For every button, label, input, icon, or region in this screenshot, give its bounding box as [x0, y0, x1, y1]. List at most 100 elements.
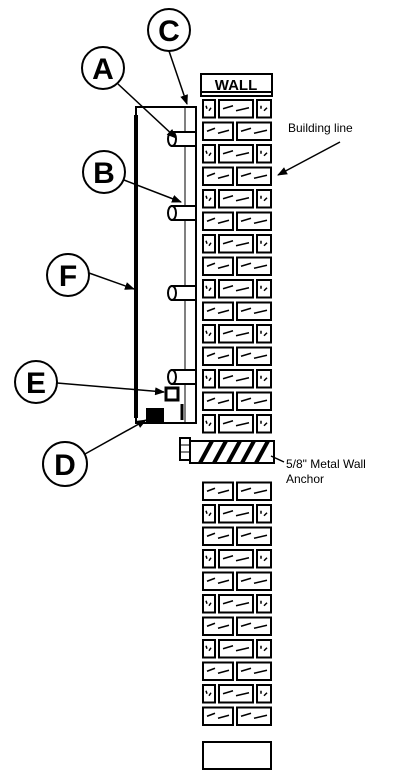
brick-texture	[240, 262, 268, 269]
wall-header: WALL	[200, 73, 273, 97]
brick-texture	[260, 195, 268, 202]
brick-texture	[260, 285, 268, 292]
brick	[218, 369, 254, 389]
brick	[202, 639, 216, 659]
brick-texture	[240, 172, 268, 179]
brick	[256, 639, 272, 659]
standoff-bracket	[167, 205, 197, 221]
brick-texture	[205, 105, 212, 112]
brick-texture	[260, 555, 268, 562]
callout-f: F	[46, 253, 135, 297]
brick-texture	[222, 150, 250, 157]
brick	[202, 279, 216, 299]
anchor-label-line2: Anchor	[286, 472, 324, 486]
base-block-d	[146, 408, 164, 424]
building-line-arrow	[277, 141, 341, 176]
brick-texture	[260, 420, 268, 427]
brick-texture	[240, 352, 268, 359]
brick	[256, 324, 272, 344]
brick	[218, 504, 254, 524]
brick-texture	[222, 285, 250, 292]
brick-texture	[205, 555, 212, 562]
brick-texture	[206, 532, 230, 539]
brick-texture	[240, 307, 268, 314]
brick	[236, 526, 272, 546]
brick-texture	[205, 330, 212, 337]
brick	[256, 504, 272, 524]
brick-texture	[206, 307, 230, 314]
brick	[236, 211, 272, 231]
brick	[218, 414, 254, 434]
brick-texture	[260, 375, 268, 382]
brick	[256, 144, 272, 164]
brick-texture	[222, 240, 250, 247]
brick	[236, 256, 272, 276]
brick	[218, 189, 254, 209]
callout-e: E	[14, 360, 165, 404]
brick	[236, 301, 272, 321]
brick-texture	[206, 127, 230, 134]
brick	[202, 481, 234, 501]
brick-texture	[205, 645, 212, 652]
brick-texture	[240, 397, 268, 404]
anchor-label-line1: 5/8" Metal Wall	[286, 457, 366, 471]
bracket-e	[164, 386, 180, 402]
brick	[202, 549, 216, 569]
brick	[236, 346, 272, 366]
brick	[256, 99, 272, 119]
brick	[236, 616, 272, 636]
brick-texture	[260, 330, 268, 337]
standoff-bracket	[167, 369, 197, 385]
brick	[256, 189, 272, 209]
callout-d: D	[42, 419, 147, 487]
brick	[202, 706, 234, 726]
brick	[202, 684, 216, 704]
brick	[218, 549, 254, 569]
brick	[236, 391, 272, 411]
brick	[202, 211, 234, 231]
brick	[202, 661, 234, 681]
brick-texture	[240, 622, 268, 629]
standoff-bracket	[167, 285, 197, 301]
brick-wall	[202, 99, 272, 726]
brick-texture	[205, 195, 212, 202]
brick	[218, 144, 254, 164]
brick-texture	[206, 712, 230, 719]
brick	[202, 369, 216, 389]
brick	[256, 549, 272, 569]
brick-texture	[205, 375, 212, 382]
callout-c: C	[147, 8, 191, 105]
brick	[256, 369, 272, 389]
brick-texture	[222, 555, 250, 562]
brick	[218, 594, 254, 614]
brick	[218, 99, 254, 119]
brick	[236, 661, 272, 681]
brick	[236, 166, 272, 186]
brick	[218, 639, 254, 659]
brick-texture	[205, 240, 212, 247]
brick-texture	[260, 645, 268, 652]
brick	[256, 594, 272, 614]
brick-texture	[260, 510, 268, 517]
brick-texture	[222, 195, 250, 202]
brick-texture	[222, 645, 250, 652]
brick-texture	[222, 105, 250, 112]
brick-texture	[222, 510, 250, 517]
brick	[202, 504, 216, 524]
brick-texture	[240, 577, 268, 584]
brick	[202, 189, 216, 209]
brick	[202, 571, 234, 591]
brick	[236, 481, 272, 501]
callout-b: B	[82, 150, 182, 203]
brick-texture	[205, 420, 212, 427]
brick-texture	[206, 667, 230, 674]
brick-texture	[222, 375, 250, 382]
svg-text:E: E	[26, 367, 46, 400]
brick	[202, 526, 234, 546]
brick-texture	[240, 217, 268, 224]
brick-texture	[260, 690, 268, 697]
brick	[202, 391, 234, 411]
wall-base	[202, 741, 272, 770]
metal-wall-anchor	[179, 437, 275, 464]
